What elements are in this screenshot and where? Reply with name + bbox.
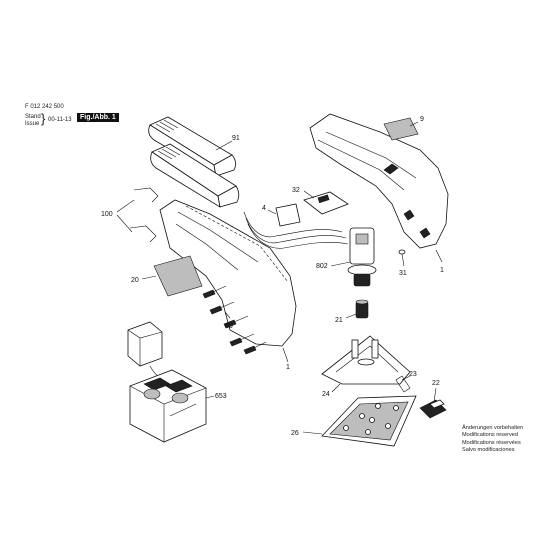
leader-9	[409, 121, 419, 127]
leader-802	[330, 261, 351, 267]
stand-label: Stand	[25, 114, 41, 120]
callout-91: 91	[232, 135, 240, 142]
brace-glyph: }	[41, 111, 46, 126]
cover-plate	[383, 117, 419, 141]
leader-23	[401, 375, 411, 381]
callout-1-bottom: 1	[286, 364, 290, 371]
wiring-harness	[243, 203, 349, 249]
callout-100: 100	[101, 211, 113, 218]
leader-24	[331, 383, 341, 393]
motor	[347, 227, 377, 287]
sanding-base	[321, 335, 411, 385]
leader-653	[205, 395, 215, 399]
part-number: F 012 242 500	[25, 104, 64, 110]
sanding-pad	[321, 395, 417, 447]
leader-1-bottom	[282, 347, 289, 363]
callout-21: 21	[335, 317, 343, 324]
leader-4	[267, 209, 277, 215]
callout-20: 20	[131, 277, 139, 284]
callout-24: 24	[322, 391, 330, 398]
callout-9: 9	[420, 116, 424, 123]
note-german: Änderungen vorbehalten	[462, 425, 524, 431]
housing-right-half	[309, 113, 449, 249]
base-screw	[395, 375, 411, 393]
figure-label: Fig./Abb. 1	[77, 113, 119, 122]
note-english: Modifications reserved	[462, 432, 518, 439]
callout-31: 31	[399, 270, 407, 277]
leader-1-right	[435, 249, 443, 263]
note-spanish: Salvo modificaciones	[462, 446, 515, 453]
callout-32: 32	[292, 187, 300, 194]
charger-adapter	[127, 321, 177, 380]
modification-notes: Änderungen vorbehalten Modifications res…	[462, 425, 523, 454]
leader-32	[303, 190, 315, 199]
battery-pack-lower	[150, 143, 240, 208]
charger-base	[129, 369, 207, 443]
tip-clip	[419, 399, 447, 419]
leader-60	[224, 311, 231, 319]
bearing	[355, 299, 369, 319]
leader-100-b	[116, 214, 133, 233]
leader-26	[302, 431, 323, 435]
leader-31	[401, 253, 405, 267]
screw-set	[202, 285, 267, 355]
label-plate	[153, 255, 203, 297]
leader-21	[345, 313, 357, 319]
callout-60: 60	[225, 323, 233, 330]
issue-date: 00-11-13	[48, 117, 72, 123]
callout-4: 4	[262, 205, 266, 212]
leader-20	[141, 275, 157, 280]
callout-653: 653	[215, 393, 227, 400]
leader-22	[433, 387, 437, 403]
pin	[398, 249, 406, 255]
callout-1-right: 1	[440, 267, 444, 274]
wire-clips	[129, 187, 159, 243]
leader-91	[215, 140, 233, 151]
note-french: Modifications réservées	[462, 439, 521, 446]
callout-26: 26	[291, 430, 299, 437]
issue-label: Issue	[25, 121, 40, 127]
leader-100-a	[116, 199, 135, 213]
callout-802: 802	[316, 263, 328, 270]
switch-button	[303, 191, 349, 215]
callout-22: 22	[432, 380, 440, 387]
callout-23: 23	[409, 371, 417, 378]
housing-left-half	[159, 199, 297, 347]
